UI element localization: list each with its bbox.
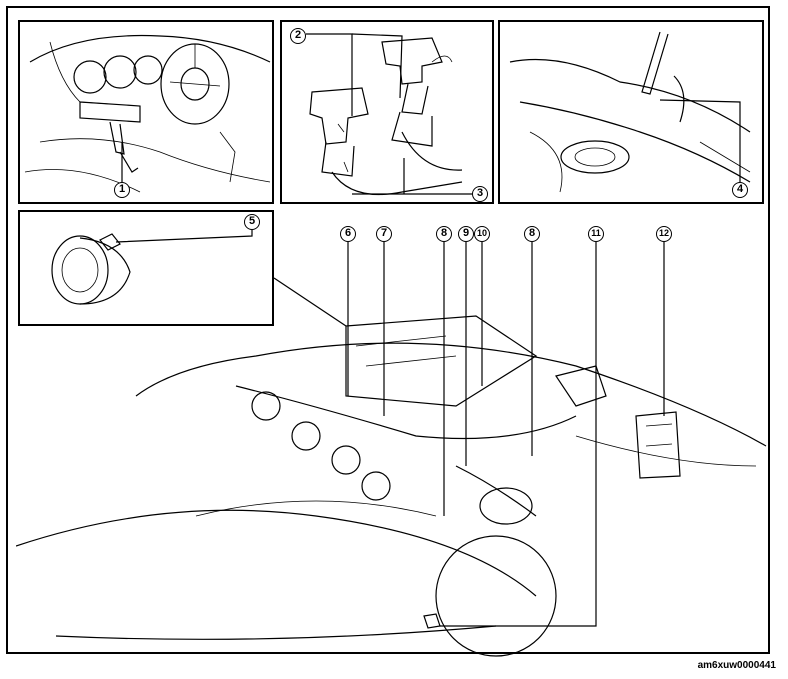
figure-frame: 1 2 3 (6, 6, 770, 657)
callout-8: 8 (436, 226, 452, 242)
callout-8-second: 8 (524, 226, 540, 242)
callout-5: 5 (244, 214, 260, 230)
figure-reference-code: am6xuw0000441 (697, 660, 776, 671)
callout-2: 2 (290, 28, 306, 44)
inset-exhaust-manifold: 2 3 (280, 20, 494, 204)
engine-bay-drawing (16, 242, 767, 657)
callout-3: 3 (472, 186, 488, 202)
exhaust-manifold-drawing (306, 33, 472, 195)
inset-fuel-tank: 4 (498, 20, 764, 204)
interior-pedal-drawing (24, 34, 271, 193)
callout-1: 1 (114, 182, 130, 198)
callout-11: 11 (588, 226, 604, 242)
callout-4: 4 (732, 182, 748, 198)
callout-12: 12 (656, 226, 672, 242)
engine-bay-view: 6 7 8 9 10 8 11 12 (16, 216, 776, 660)
callout-10: 10 (474, 226, 490, 242)
inset-component: 5 (18, 210, 274, 326)
inset-interior-pedal: 1 (18, 20, 274, 204)
callout-9: 9 (458, 226, 474, 242)
callout-6: 6 (340, 226, 356, 242)
callout-7: 7 (376, 226, 392, 242)
fuel-tank-drawing (509, 31, 751, 193)
